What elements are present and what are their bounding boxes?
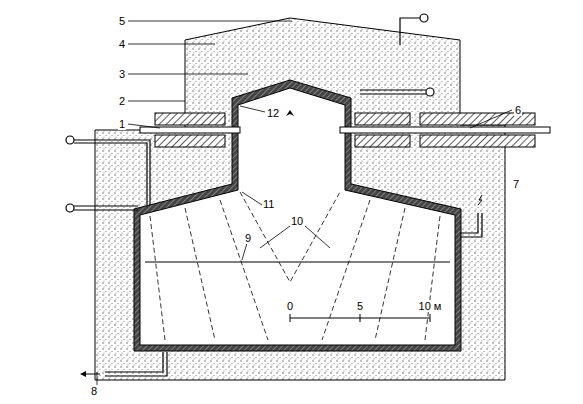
- callout-number: 3: [118, 68, 126, 80]
- callout-number: 7: [512, 178, 520, 190]
- callout-number: 12: [266, 107, 280, 119]
- callout-number: 9: [244, 232, 252, 244]
- refractory-body: [95, 18, 505, 380]
- scale-mark: 10 м: [418, 300, 443, 312]
- callout-number: 8: [90, 385, 98, 397]
- drain-arrowhead: [80, 371, 86, 377]
- callout-number: 2: [118, 95, 126, 107]
- callout-number: 6: [514, 104, 522, 116]
- callout-number: 4: [118, 38, 126, 50]
- callout-number: 5: [118, 15, 126, 27]
- scale-bar: [290, 314, 430, 322]
- cooling-pipes: [66, 14, 482, 376]
- arc-zones: [150, 192, 440, 340]
- spark-mark: [478, 195, 482, 205]
- scale-mark: 5: [356, 300, 364, 312]
- scale-mark: 0: [286, 300, 294, 312]
- lining: [134, 80, 461, 351]
- bath-level: [145, 261, 450, 262]
- leader-lines: [97, 21, 512, 385]
- electrode-holders: [140, 113, 550, 147]
- callout-number: 11: [262, 198, 275, 210]
- arc-mark: [286, 110, 294, 116]
- callout-number: 10: [290, 215, 304, 227]
- callout-number: 1: [118, 118, 126, 130]
